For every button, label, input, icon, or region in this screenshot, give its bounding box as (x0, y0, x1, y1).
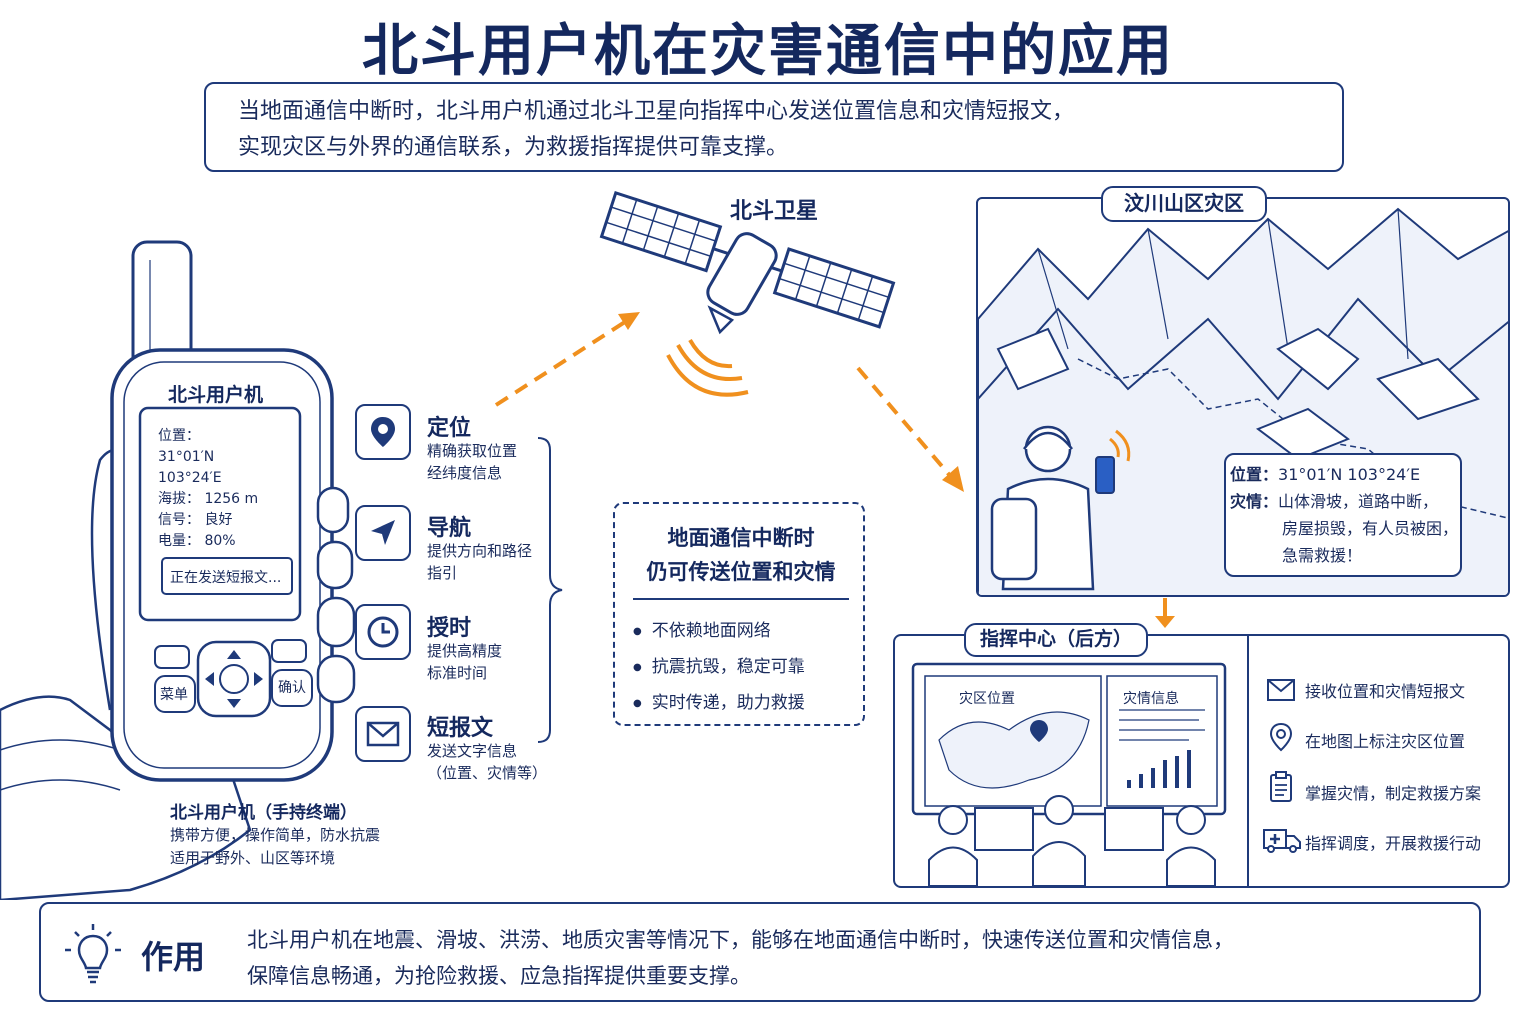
feature-title-timing: 授时 (427, 616, 472, 641)
center-title-line-2: 仍可传送位置和灾情 (646, 560, 836, 584)
feature-desc-short-message: 发送文字信息 （位置、灾情等） (427, 740, 547, 784)
device-screen: 位置： 31°01′N 103°24′E 海拔： 1256 m 信号： 良好 电… (158, 426, 258, 552)
feature-desc-line: 经纬度信息 (427, 464, 503, 482)
command-item: 指挥调度，开展救援行动 (1305, 834, 1482, 853)
intro-box: 当地面通信中断时，北斗用户机通过北斗卫星向指挥中心发送位置信息和灾情短报文， 实… (204, 82, 1344, 172)
center-bullet: 抗震抗毁，稳定可靠 (633, 652, 805, 677)
location-pin-icon (1269, 722, 1293, 752)
feature-title-positioning: 定位 (427, 416, 472, 441)
feature-desc-timing: 提供高精度 标准时间 (427, 640, 502, 684)
device-caption-title: 北斗用户机（手持终端） (170, 803, 357, 823)
handheld-device-illustration (0, 240, 356, 900)
disaster-area-panel: 位置：31°01′N 103°24′E 灾情：山体滑坡，道路中断， 房屋损毁，有… (976, 197, 1510, 597)
screen-sending-status: 正在发送短报文... (170, 570, 282, 586)
command-item: 接收位置和灾情短报文 (1305, 682, 1466, 701)
bottom-text: 北斗用户机在地震、滑坡、洪涝、地质灾害等情况下，能够在地面通信中断时，快速传送位… (247, 922, 1234, 994)
screen-battery: 电量： 80% (158, 533, 236, 549)
feature-desc-line: 指引 (427, 564, 458, 582)
envelope-icon (1267, 679, 1295, 701)
map-label: 灾区位置 (959, 688, 1015, 708)
device-caption-line-2: 适用于野外、山区等环境 (170, 849, 336, 867)
navigation-arrow-icon (355, 505, 411, 561)
center-divider (633, 598, 849, 600)
feature-desc-line: 提供方向和路径 (427, 542, 533, 560)
command-item: 掌握灾情，制定救援方案 (1305, 784, 1482, 803)
feature-desc-line: 提供高精度 (427, 642, 503, 660)
ambulance-icon (1263, 829, 1301, 853)
ok-button[interactable]: 确认 (278, 680, 306, 696)
feature-title-short-message: 短报文 (427, 716, 494, 741)
screen-signal: 信号： 良好 (158, 512, 233, 528)
center-title-line-1: 地面通信中断时 (667, 526, 815, 550)
envelope-icon (355, 706, 411, 762)
situation-key: 灾情： (1230, 492, 1279, 511)
command-center-label: 指挥中心（后方） (964, 623, 1148, 657)
feature-desc-line: 标准时间 (427, 664, 488, 682)
feature-desc-navigation: 提供方向和路径 指引 (427, 540, 532, 584)
command-item: 在地图上标注灾区位置 (1305, 732, 1466, 751)
center-bullet: 不依赖地面网络 (633, 616, 771, 641)
situation-line-3: 急需救援！ (1282, 546, 1363, 565)
command-center-panel: 灾区位置 灾情信息 (893, 634, 1510, 888)
disaster-area-label: 汶川山区灾区 (1101, 186, 1267, 222)
feature-desc-positioning: 精确获取位置 经纬度信息 (427, 440, 517, 484)
info-label: 灾情信息 (1123, 688, 1179, 708)
intro-line-2: 实现灾区与外界的通信联系，为救援指挥提供可靠支撑。 (238, 135, 789, 160)
page-title: 北斗用户机在灾害通信中的应用 (362, 19, 1174, 84)
down-arrow-icon (1155, 598, 1175, 628)
screen-lon: 103°24′E (158, 470, 222, 486)
feature-desc-line: 精确获取位置 (427, 442, 518, 460)
center-info-box: 地面通信中断时 仍可传送位置和灾情 不依赖地面网络 抗震抗毁，稳定可靠 实时传递… (613, 502, 865, 726)
clock-icon (355, 604, 411, 660)
lightbulb-icon (65, 924, 121, 984)
device-brand: 北斗用户机 (168, 384, 264, 406)
screen-altitude: 海拔： 1256 m (158, 491, 259, 507)
device-caption-line-1: 携带方便，操作简单，防水抗震 (170, 826, 381, 844)
bottom-summary-box: 作用 北斗用户机在地震、滑坡、洪涝、地质灾害等情况下，能够在地面通信中断时，快速… (39, 902, 1481, 1002)
clipboard-icon (1270, 771, 1292, 802)
intro-line-1: 当地面通信中断时，北斗用户机通过北斗卫星向指挥中心发送位置信息和灾情短报文， (238, 99, 1075, 124)
screen-position-label: 位置： (158, 428, 200, 444)
position-key: 位置： (1230, 465, 1279, 484)
bottom-label: 作用 (141, 938, 206, 976)
satellite-label: 北斗卫星 (730, 199, 819, 224)
feature-title-navigation: 导航 (427, 516, 472, 541)
bottom-line-1: 北斗用户机在地震、滑坡、洪涝、地质灾害等情况下，能够在地面通信中断时，快速传送位… (247, 928, 1234, 952)
command-divider (1247, 636, 1249, 886)
feature-desc-line: （位置、灾情等） (427, 764, 548, 782)
menu-button[interactable]: 菜单 (160, 687, 188, 703)
location-pin-icon (355, 404, 411, 460)
bottom-line-2: 保障信息畅通，为抢险救援、应急指挥提供重要支撑。 (247, 964, 751, 988)
flow-arrows-layer (494, 190, 964, 743)
screen-lat: 31°01′N (158, 449, 215, 465)
situation-line-2: 房屋损毁，有人员被困， (1282, 519, 1459, 538)
feature-desc-line: 发送文字信息 (427, 742, 518, 760)
situation-line-1: 山体滑坡，道路中断， (1278, 492, 1439, 511)
position-value: 31°01′N 103°24′E (1278, 465, 1421, 484)
disaster-message-bubble: 位置：31°01′N 103°24′E 灾情：山体滑坡，道路中断， 房屋损毁，有… (1224, 453, 1462, 577)
center-bullet: 实时传递，助力救援 (633, 688, 805, 713)
